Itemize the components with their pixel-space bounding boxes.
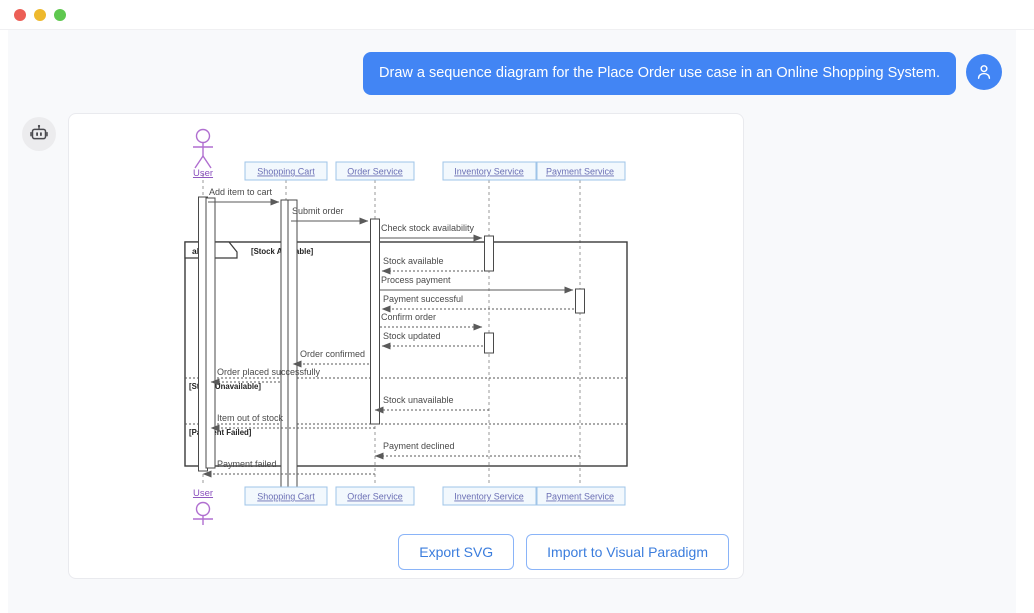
message-label-check-stock: Check stock availability xyxy=(381,223,475,233)
message-label-payment-declined: Payment declined xyxy=(383,441,455,451)
message-label-order-placed: Order placed successfully xyxy=(217,367,321,377)
lifeline-headers-top: Shopping Cart Order Service Inventory Se… xyxy=(244,161,626,181)
export-svg-button[interactable]: Export SVG xyxy=(398,533,515,570)
alt-guard-2: [Stock Unavailable] xyxy=(189,382,261,391)
right-gutter xyxy=(1016,30,1034,613)
person-icon xyxy=(977,65,991,79)
window-maximize-button[interactable] xyxy=(54,8,66,21)
left-gutter xyxy=(0,30,8,613)
user-avatar xyxy=(966,54,1002,90)
lifeline-headers-bottom: Shopping Cart Order Service Inventory Se… xyxy=(244,486,626,506)
window-minimize-button[interactable] xyxy=(34,8,46,21)
alt-operator-label: alt xyxy=(192,246,202,256)
lifeline-dashes xyxy=(202,173,581,484)
app-body: Draw a sequence diagram for the Place Or… xyxy=(0,30,1034,613)
message-label-payment-successful: Payment successful xyxy=(383,294,463,304)
lifeline-label-cart-bottom: Shopping Cart xyxy=(257,491,315,501)
message-label-payment-failed: Payment failed xyxy=(217,459,277,469)
message-label-add-item: Add item to cart xyxy=(209,187,273,197)
diagram-card-footer: Export SVG Import to Visual Paradigm xyxy=(69,526,743,578)
chat-content: Draw a sequence diagram for the Place Or… xyxy=(8,30,1016,613)
user-message-bubble: Draw a sequence diagram for the Place Or… xyxy=(363,52,956,95)
window-close-button[interactable] xyxy=(14,8,26,21)
lifeline-label-cart-top: Shopping Cart xyxy=(257,166,315,176)
sequence-diagram-svg: User Shopping Cart Order Service Invento… xyxy=(184,128,628,525)
lifeline-label-inventory-bottom: Inventory Service xyxy=(454,491,524,501)
actor-user-label-bottom: User xyxy=(193,488,213,499)
message-label-stock-available: Stock available xyxy=(383,256,444,266)
assistant-message-row: User Shopping Cart Order Service Invento… xyxy=(8,95,1016,579)
alt-guard-3: [Payment Failed] xyxy=(189,428,252,437)
message-label-stock-updated: Stock updated xyxy=(383,331,441,341)
import-to-visual-paradigm-button[interactable]: Import to Visual Paradigm xyxy=(526,533,729,570)
lifeline-label-inventory-top: Inventory Service xyxy=(454,166,524,176)
message-label-item-out-of-stock: Item out of stock xyxy=(217,413,284,423)
lifeline-label-order-top: Order Service xyxy=(347,166,403,176)
sequence-diagram-canvas[interactable]: User Shopping Cart Order Service Invento… xyxy=(69,114,743,528)
lifeline-label-payment-top: Payment Service xyxy=(546,166,614,176)
lifeline-label-payment-bottom: Payment Service xyxy=(546,491,614,501)
user-message-row: Draw a sequence diagram for the Place Or… xyxy=(8,30,1016,95)
assistant-avatar xyxy=(22,116,56,151)
actor-user-top xyxy=(193,128,213,169)
robot-icon xyxy=(30,124,48,140)
window-titlebar xyxy=(0,0,1034,30)
message-label-stock-unavailable: Stock unavailable xyxy=(383,395,454,405)
actor-user-label-top: User xyxy=(193,168,213,179)
lifeline-label-order-bottom: Order Service xyxy=(347,491,403,501)
diagram-card: User Shopping Cart Order Service Invento… xyxy=(68,112,744,579)
message-label-submit-order: Submit order xyxy=(292,206,344,216)
messages-group: Add item to cart Submit order Check stoc… xyxy=(202,187,580,478)
message-label-confirm-order: Confirm order xyxy=(381,312,436,322)
actor-user-bottom xyxy=(193,501,213,525)
message-label-process-payment: Process payment xyxy=(381,275,451,285)
message-label-order-confirmed: Order confirmed xyxy=(300,349,365,359)
